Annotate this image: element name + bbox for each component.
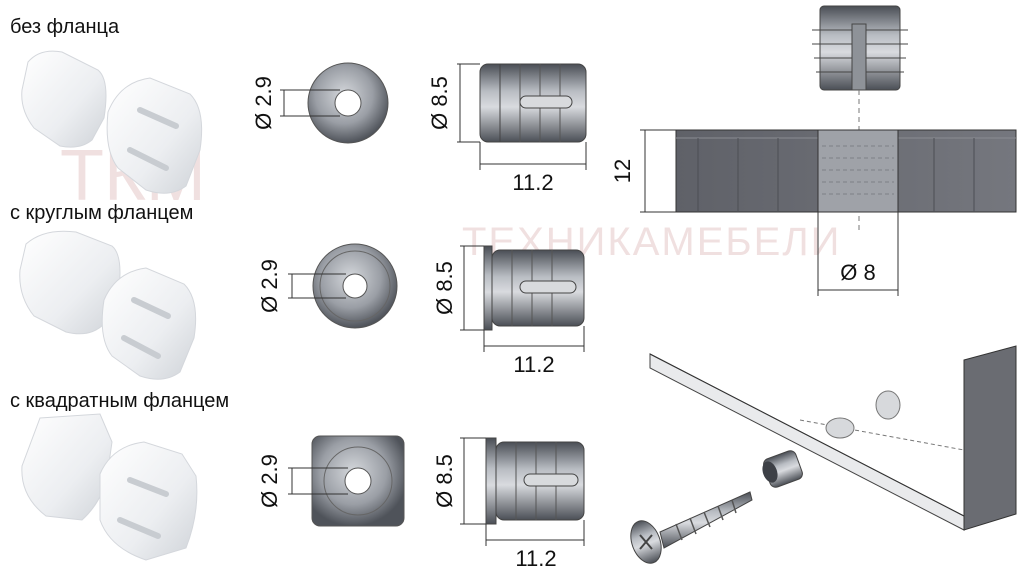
round-flange-face-view — [312, 243, 398, 329]
round-face-view — [307, 62, 389, 144]
plastic-insert-round-flange — [19, 230, 197, 380]
side-view-round-flange: Ø 8.5 11.2 — [432, 245, 585, 377]
inner-diameter-label: Ø 2.9 — [251, 76, 276, 130]
metal-insert-3d — [762, 450, 803, 488]
insert-above-panel — [812, 5, 908, 230]
side-view-no-flange: Ø 8.5 11.2 — [427, 63, 587, 195]
length-label: 11.2 — [512, 170, 553, 195]
side-view-square-flange: Ø 8.5 11.2 — [432, 437, 585, 571]
inner-diameter-label: Ø 2.9 — [257, 259, 282, 313]
label-square-flange: с квадратным фланцем — [10, 390, 230, 412]
screw — [630, 491, 753, 564]
length-label: 11.2 — [515, 546, 556, 571]
length-label: 11.2 — [513, 352, 554, 377]
inner-diameter-dim-2: Ø 2.9 — [257, 259, 346, 313]
assembly-illustration — [630, 345, 1017, 564]
panel-thickness-label: 12 — [610, 159, 635, 183]
label-round-flange: с круглым фланцем — [10, 202, 194, 224]
square-flange-face-view — [311, 435, 405, 527]
plastic-insert-no-flange — [21, 50, 203, 194]
outer-diameter-label: Ø 8.5 — [432, 261, 457, 315]
outer-diameter-label: Ø 8.5 — [427, 76, 452, 130]
inner-diameter-dim-3: Ø 2.9 — [257, 454, 348, 508]
inner-diameter-dim-1: Ø 2.9 — [251, 76, 340, 130]
label-no-flange: без фланца — [10, 16, 120, 38]
outer-diameter-label: Ø 8.5 — [432, 454, 457, 508]
inner-diameter-label: Ø 2.9 — [257, 454, 282, 508]
hole-diameter-label: Ø 8 — [840, 260, 875, 285]
plastic-insert-square-flange — [21, 413, 198, 561]
panel-section: 12 Ø 8 — [610, 129, 1017, 296]
